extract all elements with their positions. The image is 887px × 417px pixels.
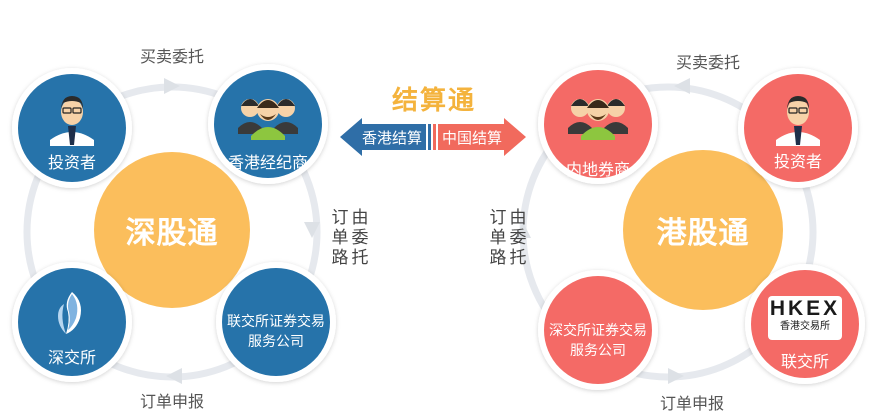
left-broker-group-icon (238, 99, 298, 140)
right-bottom-flow-label: 订单申报 (659, 394, 725, 413)
right-top-arrow-icon (674, 78, 690, 94)
right-bottom-arrow-icon (668, 368, 684, 384)
right-side-flow-char: 托 (509, 248, 527, 268)
settlement-hk-arrow (340, 118, 426, 156)
left-side-flow-char: 路 (331, 248, 349, 268)
left-side-flow-char: 委 (351, 228, 369, 248)
left-side-flow-char: 订 (331, 208, 349, 228)
settlement-cn-arrow (438, 118, 526, 156)
right-left-arrow-icon (515, 222, 531, 238)
hkex-logo-icon: HKEX 香港交易所 (770, 298, 840, 334)
left-service-label: 联交所证券交易 服务公司 (227, 312, 325, 352)
right-exchange-label: 联交所 (780, 352, 830, 371)
left-service-line-2: 服务公司 (248, 334, 304, 350)
right-broker-label: 内地券商 (565, 160, 631, 179)
left-side-flow-char: 由 (351, 208, 369, 228)
right-service-label: 深交所证券交易 服务公司 (549, 321, 647, 361)
left-side-flow-char: 托 (351, 248, 369, 268)
left-broker-label: 香港经纪商 (227, 153, 309, 172)
right-broker-group-icon (568, 99, 628, 140)
left-hub-label: 深股通 (125, 216, 219, 251)
settlement-title: 结算通 (391, 86, 477, 116)
right-service-line-1: 深交所证券交易 (549, 323, 647, 339)
left-investor-label: 投资者 (47, 153, 97, 172)
left-bottom-flow-label: 订单申报 (139, 392, 205, 411)
hkex-subtitle: 香港交易所 (779, 321, 830, 332)
right-side-flow-char: 由 (509, 208, 527, 228)
right-service-line-2: 服务公司 (570, 343, 626, 359)
left-right-arrow-icon (304, 222, 320, 238)
right-side-flow-char: 订 (489, 208, 507, 228)
left-exchange-label: 深交所 (47, 348, 97, 367)
right-side-flow-label: 订 单 路 由 委 托 (488, 208, 528, 268)
szse-logo-icon (58, 292, 81, 334)
left-side-flow-char: 单 (331, 228, 349, 248)
right-investor-person-icon (776, 96, 820, 146)
right-investor-label: 投资者 (773, 152, 823, 171)
left-top-flow-label: 买卖委托 (139, 47, 205, 66)
right-side-flow-char: 单 (489, 228, 507, 248)
left-side-flow-label: 订 单 路 由 委 托 (330, 208, 370, 268)
right-hub-label: 港股通 (656, 216, 750, 251)
right-top-flow-label: 买卖委托 (675, 53, 741, 72)
left-top-arrow-icon (164, 78, 180, 94)
settlement-cn-label: 中国结算 (442, 129, 503, 147)
left-bottom-arrow-icon (166, 368, 182, 384)
right-side-flow-char: 委 (509, 228, 527, 248)
left-investor-person-icon (50, 96, 94, 146)
settlement-hk-label: 香港结算 (362, 129, 423, 147)
hkex-logo-plate (768, 296, 842, 340)
left-hub-circle (94, 152, 250, 308)
hkex-wordmark: HKEX (769, 297, 841, 320)
left-service-line-1: 联交所证券交易 (227, 314, 325, 330)
right-hub-circle (623, 150, 783, 310)
right-side-flow-char: 路 (489, 248, 507, 268)
